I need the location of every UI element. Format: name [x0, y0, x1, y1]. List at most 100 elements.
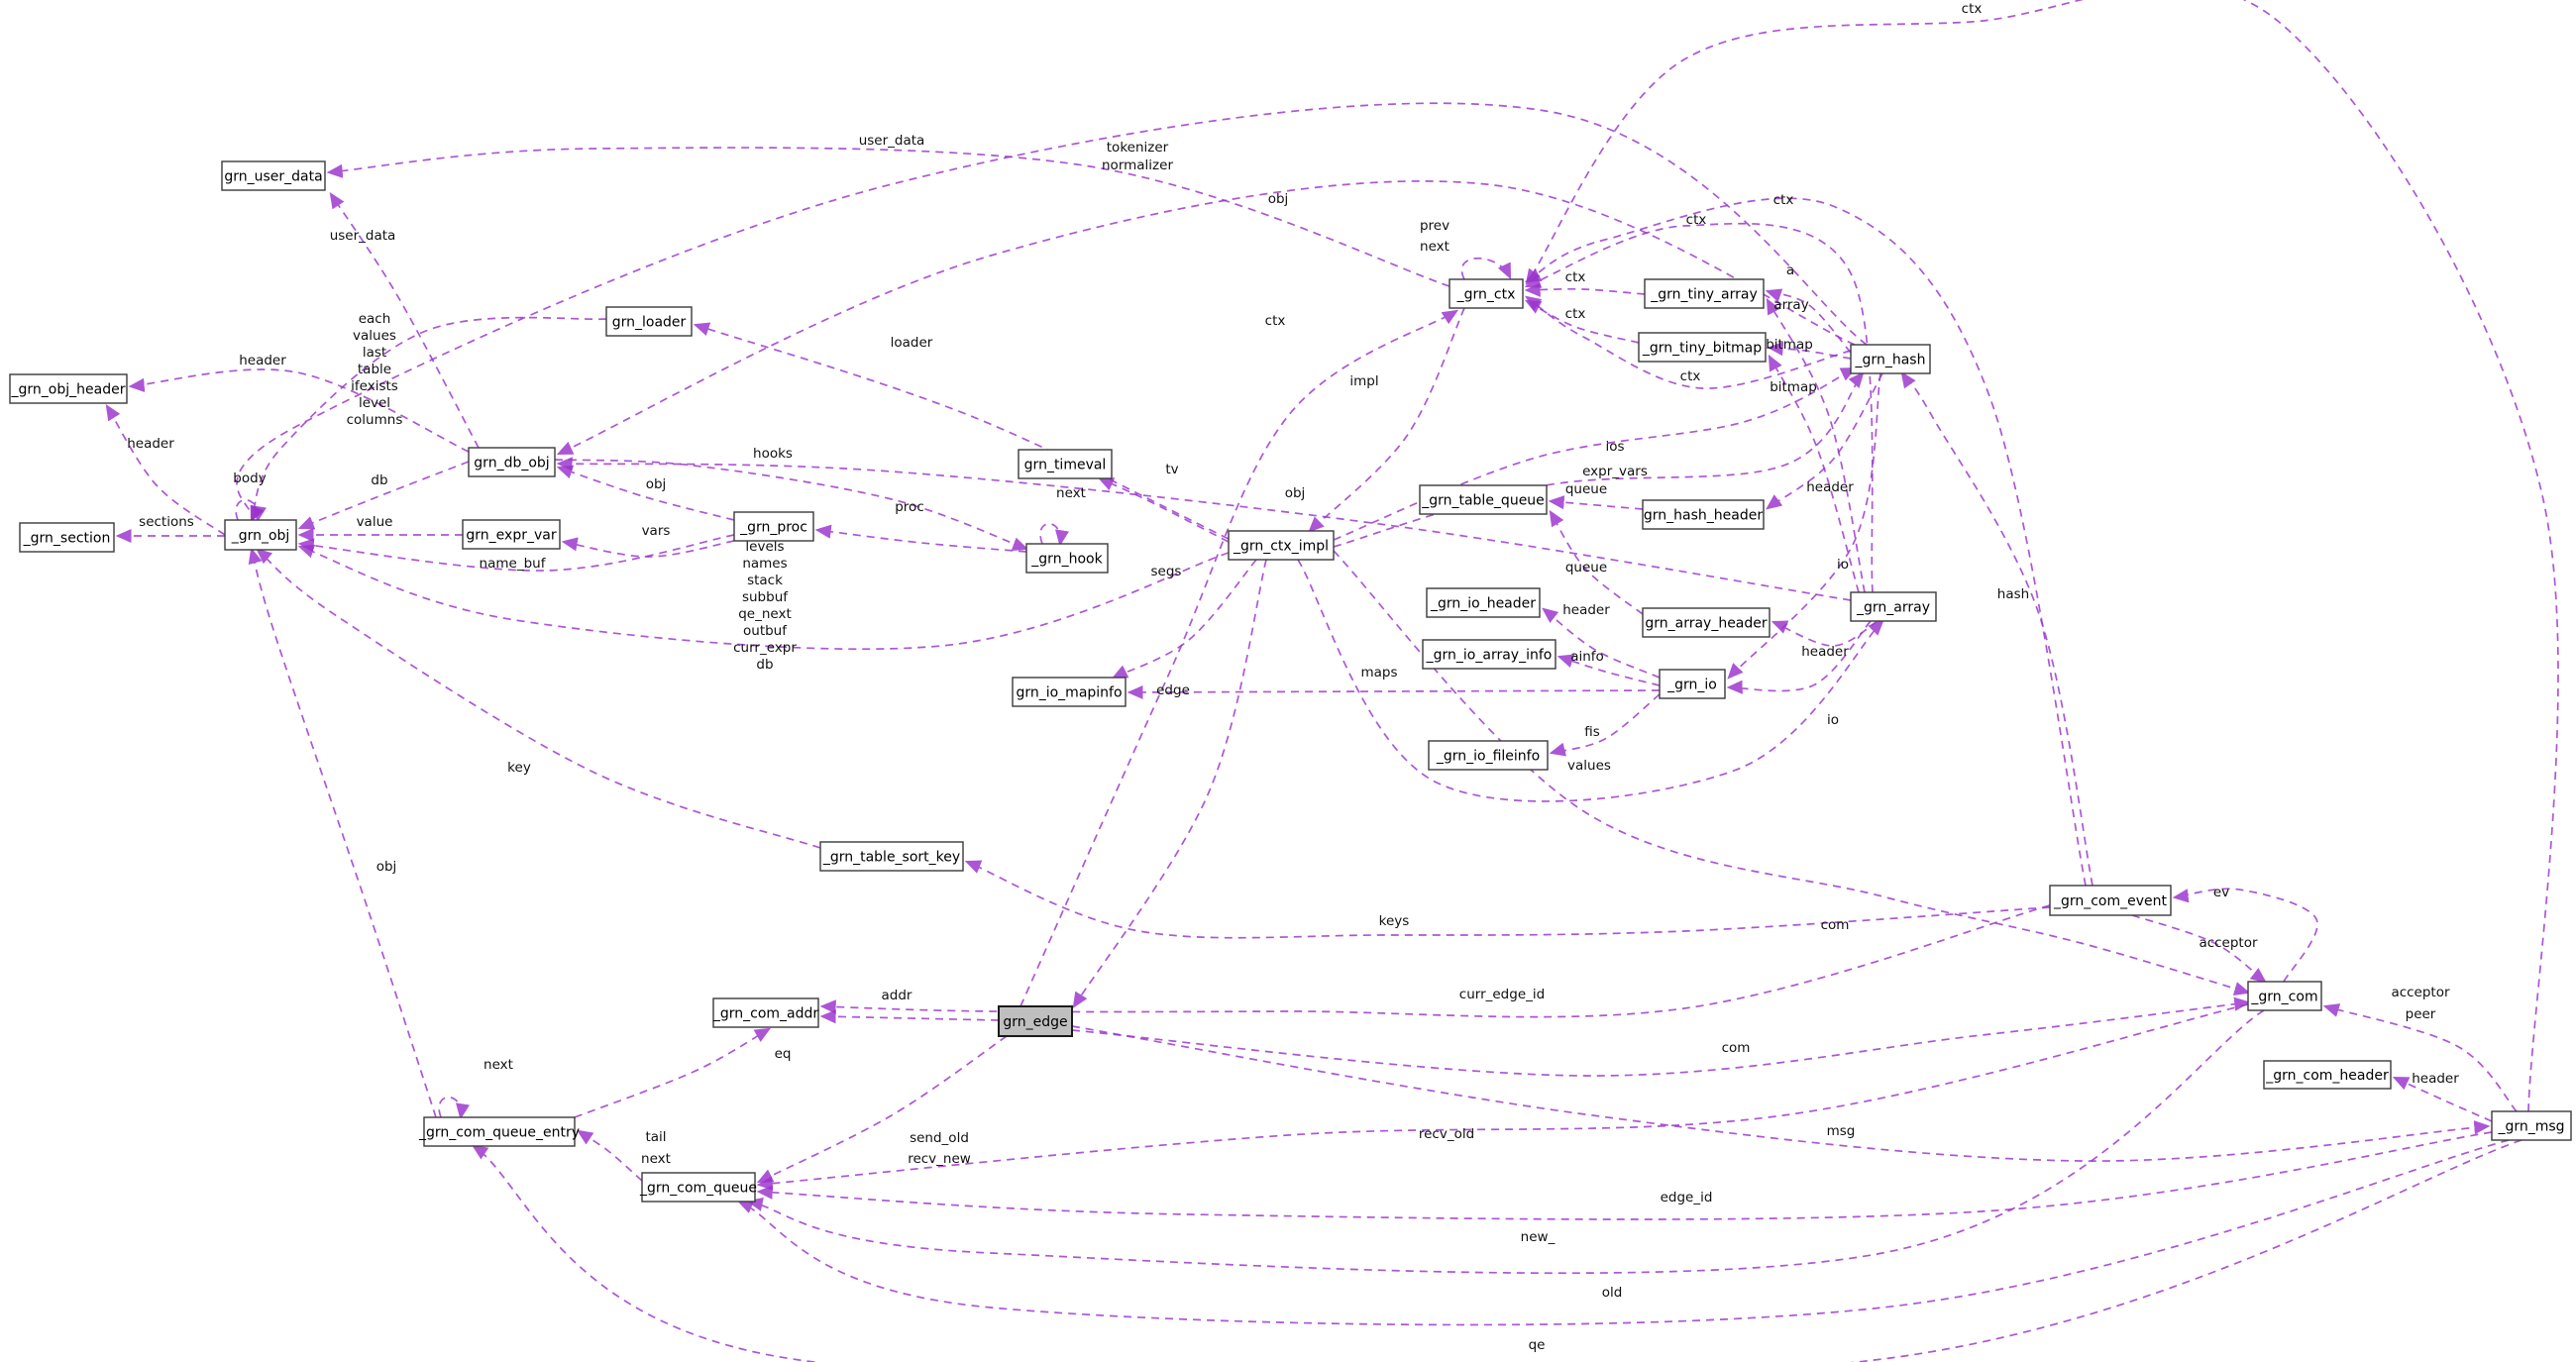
node-com_header[interactable]: _grn_com_header [2263, 1060, 2392, 1090]
node-box-ctx_impl[interactable] [1228, 530, 1335, 561]
node-obj_header[interactable]: _grn_obj_header [9, 373, 128, 404]
node-label-io: _grn_io [1666, 678, 1717, 693]
node-box-hook[interactable] [1025, 543, 1109, 574]
node-box-fileinfo[interactable] [1428, 740, 1549, 771]
edge-label-loader-obj: columns [347, 412, 403, 428]
edge-label-com_event-ctx: ctx [1773, 192, 1794, 208]
node-box-ctx[interactable] [1449, 278, 1524, 309]
node-tiny_array[interactable]: _grn_tiny_array [1644, 278, 1765, 309]
edge-label-edge-com_queue: send_old [910, 1130, 969, 1146]
node-array_header[interactable]: grn_array_header [1642, 607, 1771, 638]
edge-array-to-db_obj [556, 457, 1852, 601]
node-queue_entry[interactable]: _grn_com_queue_entry [418, 1116, 580, 1147]
edge-label-com_event-sort_key: keys [1379, 913, 1410, 929]
node-box-array[interactable] [1850, 591, 1937, 622]
node-box-io[interactable] [1659, 669, 1726, 699]
node-io_header[interactable]: _grn_io_header [1426, 587, 1541, 618]
node-mapinfo[interactable]: grn_io_mapinfo [1012, 677, 1127, 707]
node-edge[interactable]: grn_edge [998, 1005, 1073, 1037]
edge-com_event-to-com_addr [819, 904, 2051, 1018]
edge-label-sort_key-obj: key [507, 760, 531, 776]
node-ctx[interactable]: _grn_ctx [1449, 278, 1524, 309]
node-user_data[interactable]: grn_user_data [221, 160, 326, 191]
edge-label-com_event-com: acceptor [2199, 935, 2258, 951]
node-box-io_header[interactable] [1426, 587, 1541, 618]
node-proc[interactable]: _grn_proc [733, 511, 814, 542]
node-box-tiny_bitmap[interactable] [1638, 332, 1767, 363]
edge-hash-to-tiny_array [1765, 288, 1852, 354]
node-box-obj[interactable] [224, 519, 297, 551]
node-timeval[interactable]: grn_timeval [1018, 449, 1113, 479]
node-box-queue_entry[interactable] [423, 1116, 576, 1147]
node-tiny_bitmap[interactable]: _grn_tiny_bitmap [1638, 332, 1767, 363]
node-box-com[interactable] [2247, 981, 2322, 1011]
node-obj[interactable]: _grn_obj [224, 519, 297, 551]
edge-label-com-com_queue: new_ [1521, 1229, 1556, 1245]
node-expr_var[interactable]: grn_expr_var [462, 519, 561, 550]
node-ctx_impl[interactable]: _grn_ctx_impl [1228, 530, 1335, 561]
node-box-hash[interactable] [1850, 344, 1931, 374]
node-sort_key[interactable]: _grn_table_sort_key [819, 841, 964, 872]
node-box-db_obj[interactable] [468, 447, 556, 477]
node-db_obj[interactable]: grn_db_obj [468, 447, 556, 477]
node-label-hook: _grn_hook [1030, 552, 1103, 568]
node-hook[interactable]: _grn_hook [1025, 543, 1109, 574]
edge-label-msg-com: peer [2406, 1006, 2436, 1022]
node-section[interactable]: _grn_section [19, 522, 115, 553]
node-array[interactable]: _grn_array [1850, 591, 1937, 622]
node-box-com_header[interactable] [2263, 1060, 2392, 1090]
edge-msg-to-com_queue [736, 1139, 2510, 1326]
edge-label-array-db_obj: obj [1285, 485, 1306, 501]
edge-array_header-to-table_queue [1549, 509, 1644, 615]
node-label-io_array_info: _grn_io_array_info [1426, 648, 1553, 664]
node-box-msg[interactable] [2491, 1110, 2572, 1141]
edge-com_event-to-ctx [1524, 197, 2087, 887]
node-com[interactable]: _grn_com [2247, 981, 2322, 1011]
node-label-obj_header: _grn_obj_header [11, 382, 126, 398]
node-hash[interactable]: _grn_hash [1850, 344, 1931, 374]
node-io[interactable]: _grn_io [1659, 669, 1726, 699]
node-box-edge[interactable] [998, 1005, 1073, 1037]
node-table_queue[interactable]: _grn_table_queue [1419, 484, 1548, 515]
node-box-user_data[interactable] [221, 160, 326, 191]
node-box-array_header[interactable] [1642, 607, 1771, 638]
node-com_event[interactable]: _grn_com_event [2049, 885, 2172, 916]
node-box-sort_key[interactable] [819, 841, 964, 872]
node-msg[interactable]: _grn_msg [2491, 1110, 2572, 1141]
edge-com_event-to-sort_key [964, 860, 2051, 939]
node-label-com: _grn_com [2250, 990, 2317, 1005]
node-hash_header[interactable]: grn_hash_header [1642, 499, 1765, 530]
edge-db_obj-to-obj_header [128, 368, 470, 453]
edge-hash-to-tiny_bitmap [1767, 342, 1852, 360]
node-box-expr_var[interactable] [462, 519, 561, 550]
edge-label-tiny_bitmap-ctx: ctx [1565, 306, 1586, 322]
edge-label-edge-com: com [1722, 1040, 1751, 1056]
node-com_addr[interactable]: _grn_com_addr [712, 997, 819, 1028]
node-box-com_addr[interactable] [712, 997, 819, 1028]
edge-label-loader-obj: level [359, 395, 390, 411]
node-box-com_queue[interactable] [641, 1172, 756, 1203]
edge-com-to-com_event [2172, 888, 2318, 983]
edge-edge-to-com_addr [819, 1009, 1000, 1024]
node-fileinfo[interactable]: _grn_io_fileinfo [1428, 740, 1549, 771]
node-io_array_info[interactable]: _grn_io_array_info [1422, 639, 1556, 670]
node-loader[interactable]: grn_loader [605, 306, 693, 337]
node-box-tiny_array[interactable] [1644, 278, 1765, 309]
node-box-hash_header[interactable] [1642, 499, 1765, 530]
node-box-section[interactable] [19, 522, 115, 553]
edge-label-loader-obj: last [363, 345, 386, 361]
edge-tiny_array-to-ctx [1524, 282, 1646, 297]
edge-ctx_impl-to-hash [1333, 371, 1865, 548]
edge-label-loader-obj: table [358, 362, 391, 377]
node-box-mapinfo[interactable] [1012, 677, 1127, 707]
node-box-obj_header[interactable] [9, 373, 128, 404]
node-box-io_array_info[interactable] [1422, 639, 1556, 670]
node-com_queue[interactable]: _grn_com_queue [639, 1172, 757, 1203]
node-box-table_queue[interactable] [1419, 484, 1548, 515]
edge-ctx_impl-to-com [1333, 550, 2251, 995]
node-box-timeval[interactable] [1018, 449, 1113, 479]
node-box-proc[interactable] [733, 511, 814, 542]
node-label-io_header: _grn_io_header [1430, 596, 1536, 612]
node-box-loader[interactable] [605, 306, 693, 337]
node-box-com_event[interactable] [2049, 885, 2172, 916]
